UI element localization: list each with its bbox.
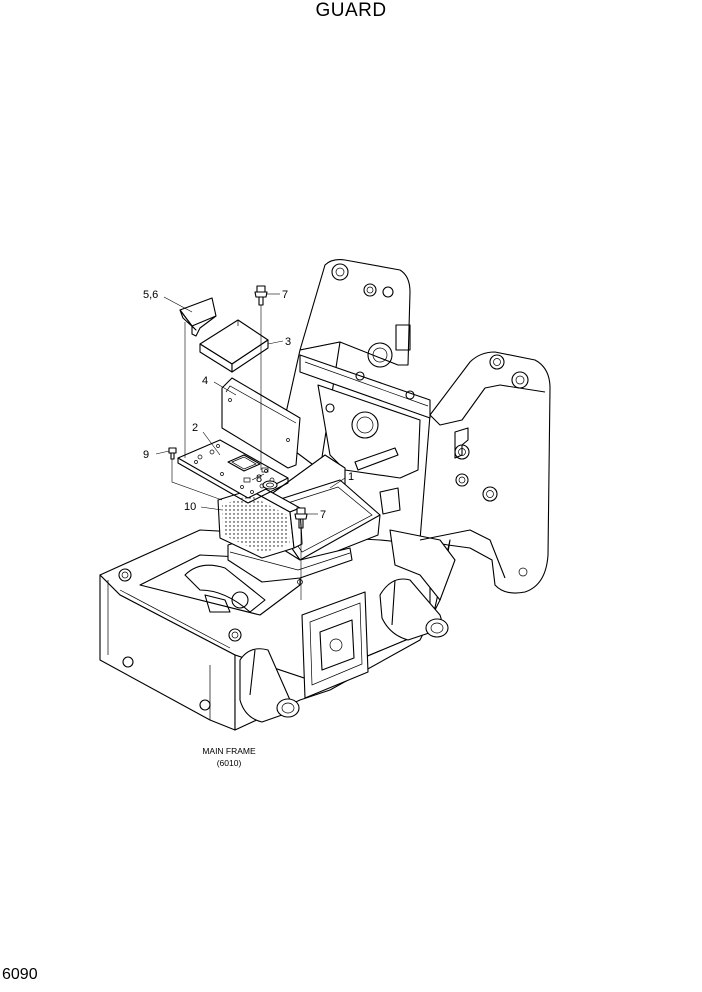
part-5-6-bracket xyxy=(179,297,217,337)
right-tower xyxy=(419,351,551,594)
part-9-screw xyxy=(168,447,177,460)
callout-2: 2 xyxy=(192,422,198,434)
leader-lines xyxy=(155,293,346,600)
callout-7-upper: 7 xyxy=(282,289,288,301)
callout-9: 9 xyxy=(143,449,149,461)
cross-member xyxy=(299,354,431,515)
part-7-bolt-lower xyxy=(294,507,308,529)
main-box xyxy=(99,529,506,731)
part-7-bolt-upper xyxy=(254,285,268,306)
part-8-grommet xyxy=(262,480,278,490)
part-2-bottom-plate xyxy=(177,439,289,504)
part-10-mesh-guard xyxy=(217,486,303,559)
page-title: GUARD xyxy=(315,0,387,21)
callout-10: 10 xyxy=(184,501,196,513)
callout-7-lower: 7 xyxy=(320,509,326,521)
callout-5-6: 5,6 xyxy=(143,289,158,301)
reference-name: MAIN FRAME xyxy=(202,746,256,756)
callout-8: 8 xyxy=(256,473,262,485)
callout-4: 4 xyxy=(202,375,208,387)
callout-1: 1 xyxy=(348,471,354,483)
page-number: 6090 xyxy=(2,966,38,983)
main-frame xyxy=(99,259,551,731)
part-3-upper-cover xyxy=(199,319,269,373)
callout-3: 3 xyxy=(285,336,291,348)
reference-code: (6010) xyxy=(217,758,242,768)
